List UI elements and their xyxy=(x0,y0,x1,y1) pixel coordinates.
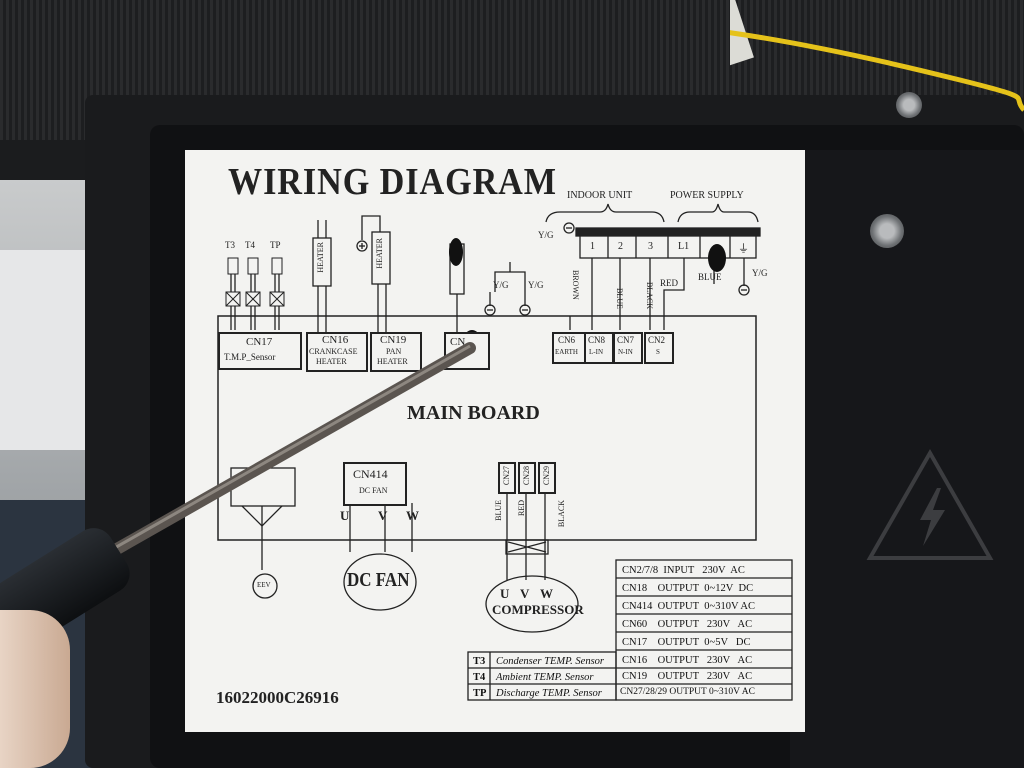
wire-black-label: BLACK xyxy=(645,282,654,310)
wire-red-label: RED xyxy=(660,278,678,288)
wire-blue2-label: BLUE xyxy=(698,272,722,282)
part-code: 16022000C26916 xyxy=(216,688,339,707)
spec-row: CN414 OUTPUT 0~310V AC xyxy=(622,601,755,612)
sensor-t4-label: T4 xyxy=(245,240,255,250)
connector-cn29: CN29 xyxy=(538,462,556,494)
indoor-unit-label: INDOOR UNIT xyxy=(567,190,633,201)
terminal-1: 1 xyxy=(590,241,595,252)
comp-wire-red: RED xyxy=(517,500,526,516)
connector-cn17: CN17 T.M.P_Sensor xyxy=(218,332,302,370)
spec-row: CN19 OUTPUT 230V AC xyxy=(622,671,753,682)
connector-cn414: CN414 DC FAN xyxy=(343,462,407,506)
terminal-earth-icon: ⏚ xyxy=(738,243,749,255)
yellow-ground-wire xyxy=(730,0,1024,112)
spec-row: CN2/7/8 INPUT 230V AC xyxy=(622,565,745,576)
heater-label-2: HEATER xyxy=(375,238,384,269)
dc-fan-label: DC FAN xyxy=(347,569,410,591)
wire-blue-label: BLUE xyxy=(615,288,624,309)
spec-row: CN18 OUTPUT 0~12V DC xyxy=(622,583,754,594)
connector-cn27: CN27 xyxy=(498,462,516,494)
spec-row: CN17 OUTPUT 0~5V DC xyxy=(622,637,751,648)
spec-row: CN16 OUTPUT 230V AC xyxy=(622,655,753,666)
comp-v: V xyxy=(520,586,530,601)
sensor-t3-label: T3 xyxy=(225,240,235,250)
high-voltage-warning-icon xyxy=(866,448,994,560)
eev-label: EEV xyxy=(257,581,271,589)
connector-cn2: CN2 S xyxy=(644,332,674,364)
yg-label-4: Y/G xyxy=(752,268,768,278)
fan-v: V xyxy=(378,508,388,523)
spec-row: CN27/28/29 OUTPUT 0~310V AC xyxy=(620,687,755,697)
yg-label-1: Y/G xyxy=(538,230,554,240)
connector-cn16: CN16 CRANKCASE HEATER xyxy=(306,332,368,372)
connector-cn28: CN28 xyxy=(518,462,536,494)
connector-cn19: CN19 PAN HEATER xyxy=(370,332,422,372)
connector-cn6: CN6 EARTH xyxy=(552,332,586,364)
comp-u: U xyxy=(500,586,510,601)
terminal-l1: L1 xyxy=(678,241,690,252)
sensor-tp-label: TP xyxy=(270,240,281,250)
connector-cn8: CN8 L-IN xyxy=(584,332,614,364)
yg-label-3: Y/G xyxy=(528,280,544,290)
fan-w: W xyxy=(406,508,419,523)
comp-wire-black: BLACK xyxy=(557,500,566,528)
connector-cn7: CN7 N-IN xyxy=(613,332,643,364)
wire-brown-label: BROWN xyxy=(571,270,580,300)
fan-u: U xyxy=(340,508,350,523)
diagram-title: WIRING DIAGRAM xyxy=(228,161,557,203)
cover-panel-right xyxy=(790,150,1024,768)
power-supply-label: POWER SUPPLY xyxy=(670,190,744,201)
comp-w: W xyxy=(540,586,553,601)
heater-label: HEATER xyxy=(316,242,325,273)
main-board-label: MAIN BOARD xyxy=(407,402,540,424)
spec-row: CN60 OUTPUT 230V AC xyxy=(622,619,753,630)
screw-icon xyxy=(896,92,922,118)
screw-icon xyxy=(870,214,904,248)
compressor-label: COMPRESSOR xyxy=(492,602,584,617)
terminal-3: 3 xyxy=(648,241,653,252)
screwdriver xyxy=(74,342,476,576)
hand xyxy=(0,610,70,768)
terminal-2: 2 xyxy=(618,241,623,252)
yg-label-2: Y/G xyxy=(493,280,509,290)
background-label-area xyxy=(0,250,85,450)
